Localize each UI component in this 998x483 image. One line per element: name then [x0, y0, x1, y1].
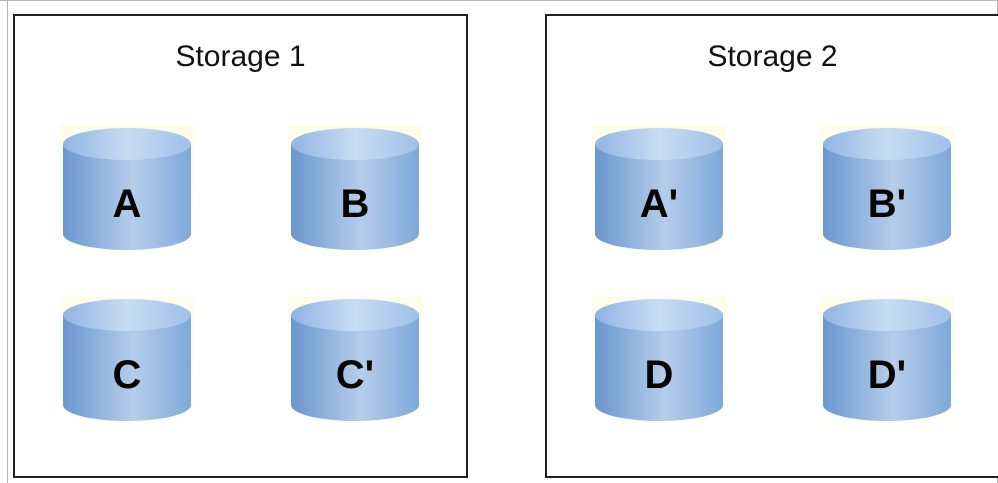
- disk-a-prime: A': [592, 126, 726, 258]
- disk-label: C': [335, 353, 375, 397]
- database-cylinder-icon: [820, 297, 954, 429]
- database-cylinder-icon: [592, 126, 726, 258]
- storage-2-title: Storage 2: [707, 40, 838, 73]
- storage-1-box: Storage 1 A B C: [13, 14, 468, 478]
- disk-label: D': [867, 353, 907, 397]
- database-cylinder-icon: [60, 297, 194, 429]
- storage-2-box: Storage 2 A' B' D: [545, 14, 998, 478]
- database-cylinder-icon: [592, 297, 726, 429]
- disk-b: B: [288, 126, 422, 258]
- database-cylinder-icon: [820, 126, 954, 258]
- disk-b-prime: B': [820, 126, 954, 258]
- disk-label: A: [112, 182, 142, 226]
- disk-d: D: [592, 297, 726, 429]
- database-cylinder-icon: [60, 126, 194, 258]
- database-cylinder-icon: [288, 297, 422, 429]
- frame-top-line: [0, 0, 998, 1]
- disk-label: B': [867, 182, 907, 226]
- disk-label: C: [112, 353, 142, 397]
- disk-d-prime: D': [820, 297, 954, 429]
- disk-c-prime: C': [288, 297, 422, 429]
- disk-a: A: [60, 126, 194, 258]
- disk-label: A': [639, 182, 679, 226]
- disk-label: B: [340, 182, 370, 226]
- disk-label: D: [644, 353, 674, 397]
- disk-c: C: [60, 297, 194, 429]
- frame-left-line: [7, 0, 8, 483]
- storage-1-title: Storage 1: [175, 40, 306, 73]
- database-cylinder-icon: [288, 126, 422, 258]
